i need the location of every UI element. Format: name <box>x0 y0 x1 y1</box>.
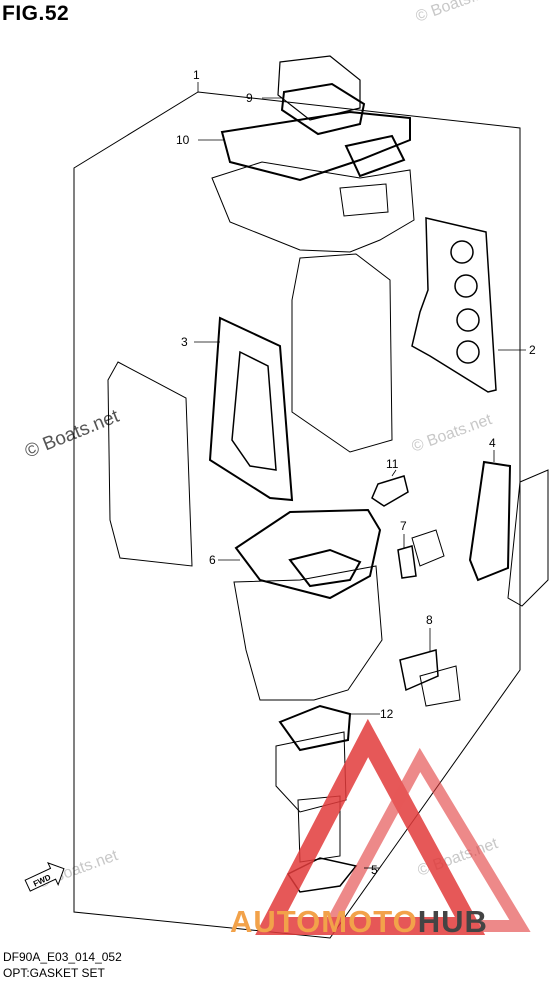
part-oil-pan-gasket <box>234 508 382 600</box>
callout-11: 11 <box>386 457 399 471</box>
part-small-flange-gasket <box>371 475 409 507</box>
part-cylinder-head <box>211 161 415 253</box>
brand-watermark: AUTOMOTOHUB <box>230 904 488 940</box>
callout-5: 5 <box>371 863 378 877</box>
part-side-cover-gasket <box>468 460 512 582</box>
watermark-left: © Boats.net <box>22 406 123 463</box>
callout-12: 12 <box>380 707 394 721</box>
watermark-top-right: © Boats.net <box>414 0 499 26</box>
callout-10: 10 <box>176 133 190 147</box>
callout-3: 3 <box>181 335 188 349</box>
figure-name: OPT:GASKET SET <box>3 966 105 980</box>
brand-part2: HUB <box>417 904 488 939</box>
figure-code: DF90A_E03_014_052 <box>3 950 122 964</box>
part-thermostat-gasket <box>397 545 417 579</box>
brand-part1: AUTOMOTO <box>230 904 418 939</box>
brand-logo-icon <box>255 718 531 935</box>
part-oil-pan <box>233 565 383 701</box>
part-intake-gasket <box>220 110 411 182</box>
kit-outline <box>73 91 521 939</box>
callout-9: 9 <box>246 91 253 105</box>
callout-6: 6 <box>209 553 216 567</box>
part-exhaust-gasket <box>278 704 352 752</box>
part-side-plate <box>107 361 193 567</box>
part-cylinder-block <box>291 253 393 453</box>
figure-title: FIG.52 <box>2 2 70 25</box>
watermark-right: © Boats.net <box>410 411 495 456</box>
part-small-cover-gasket-inner <box>280 82 366 136</box>
part-cylinder-head-gasket <box>411 217 497 393</box>
part-head-cover-gasket <box>208 316 294 502</box>
callout-4: 4 <box>489 436 496 450</box>
callout-7: 7 <box>400 519 407 533</box>
callout-8: 8 <box>426 613 433 627</box>
callout-2: 2 <box>529 343 536 357</box>
part-small-cover-gasket <box>277 55 361 121</box>
callout-1: 1 <box>193 68 200 82</box>
part-plate-gasket <box>399 649 439 692</box>
